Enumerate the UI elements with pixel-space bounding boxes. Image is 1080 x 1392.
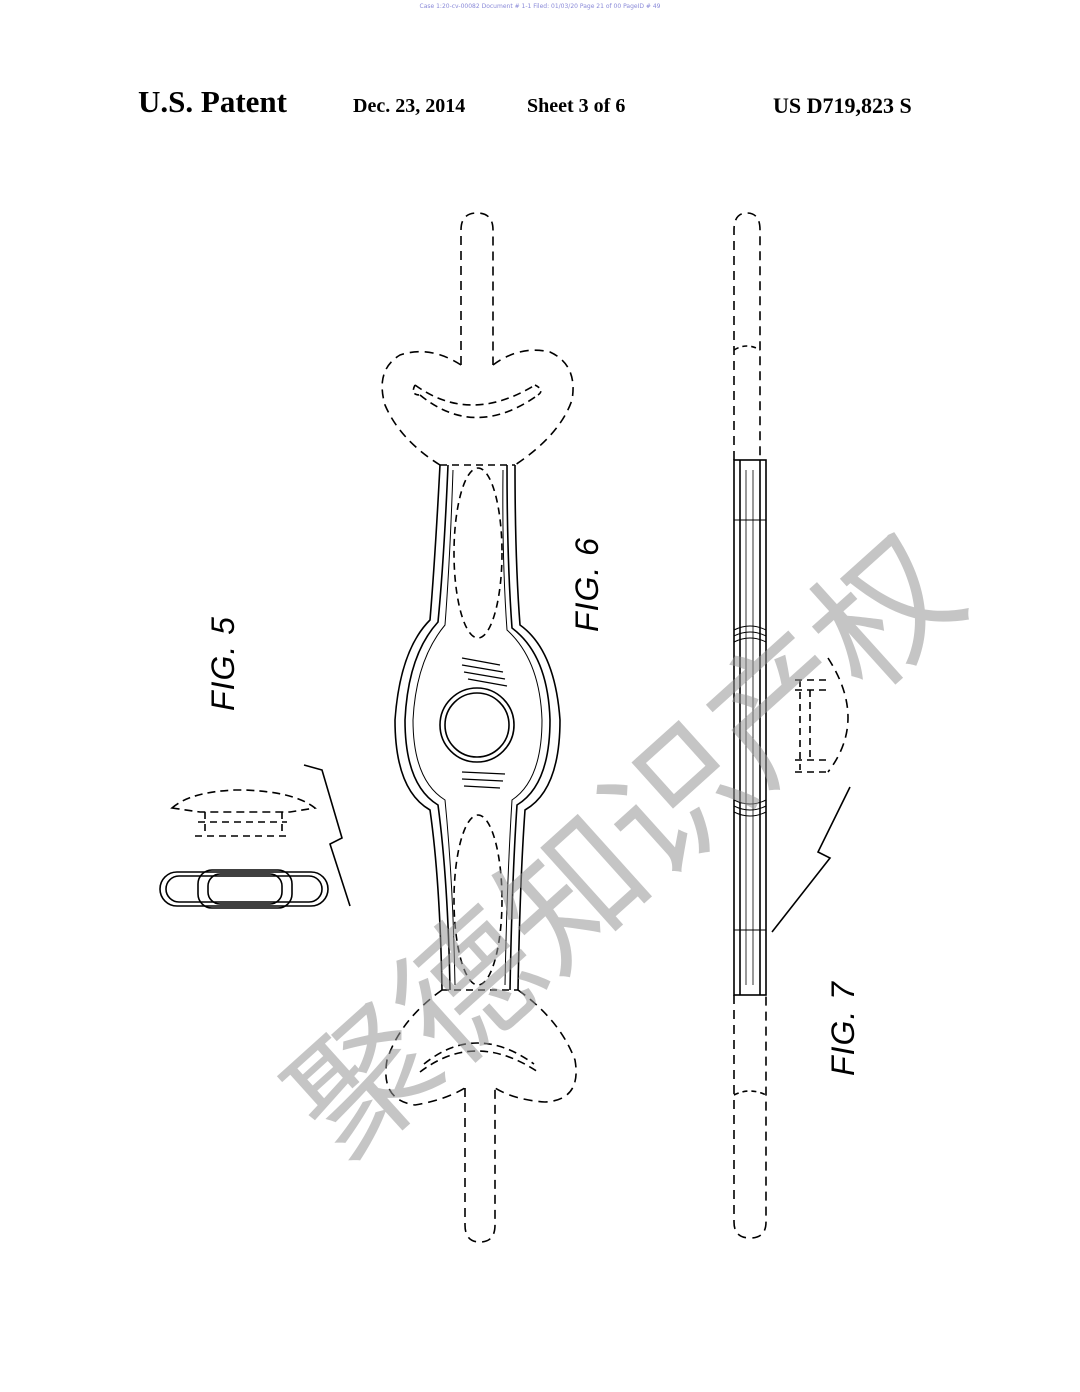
fig6-label: FIG. 6: [568, 537, 605, 632]
sheet-number: Sheet 3 of 6: [527, 95, 626, 117]
fig7-label: FIG. 7: [824, 981, 861, 1076]
patent-label: U.S. Patent: [138, 84, 287, 119]
fig5-label: FIG. 5: [204, 616, 241, 711]
fig5-drawing: [159, 764, 351, 909]
patent-number: US D719,823 S: [773, 93, 912, 118]
filing-note: Case 1:20-cv-00082 Document # 1-1 Filed:…: [419, 3, 661, 10]
patent-date: Dec. 23, 2014: [353, 95, 466, 117]
fig7-drawing: [733, 212, 851, 1239]
fig6-drawing: [381, 212, 577, 1243]
